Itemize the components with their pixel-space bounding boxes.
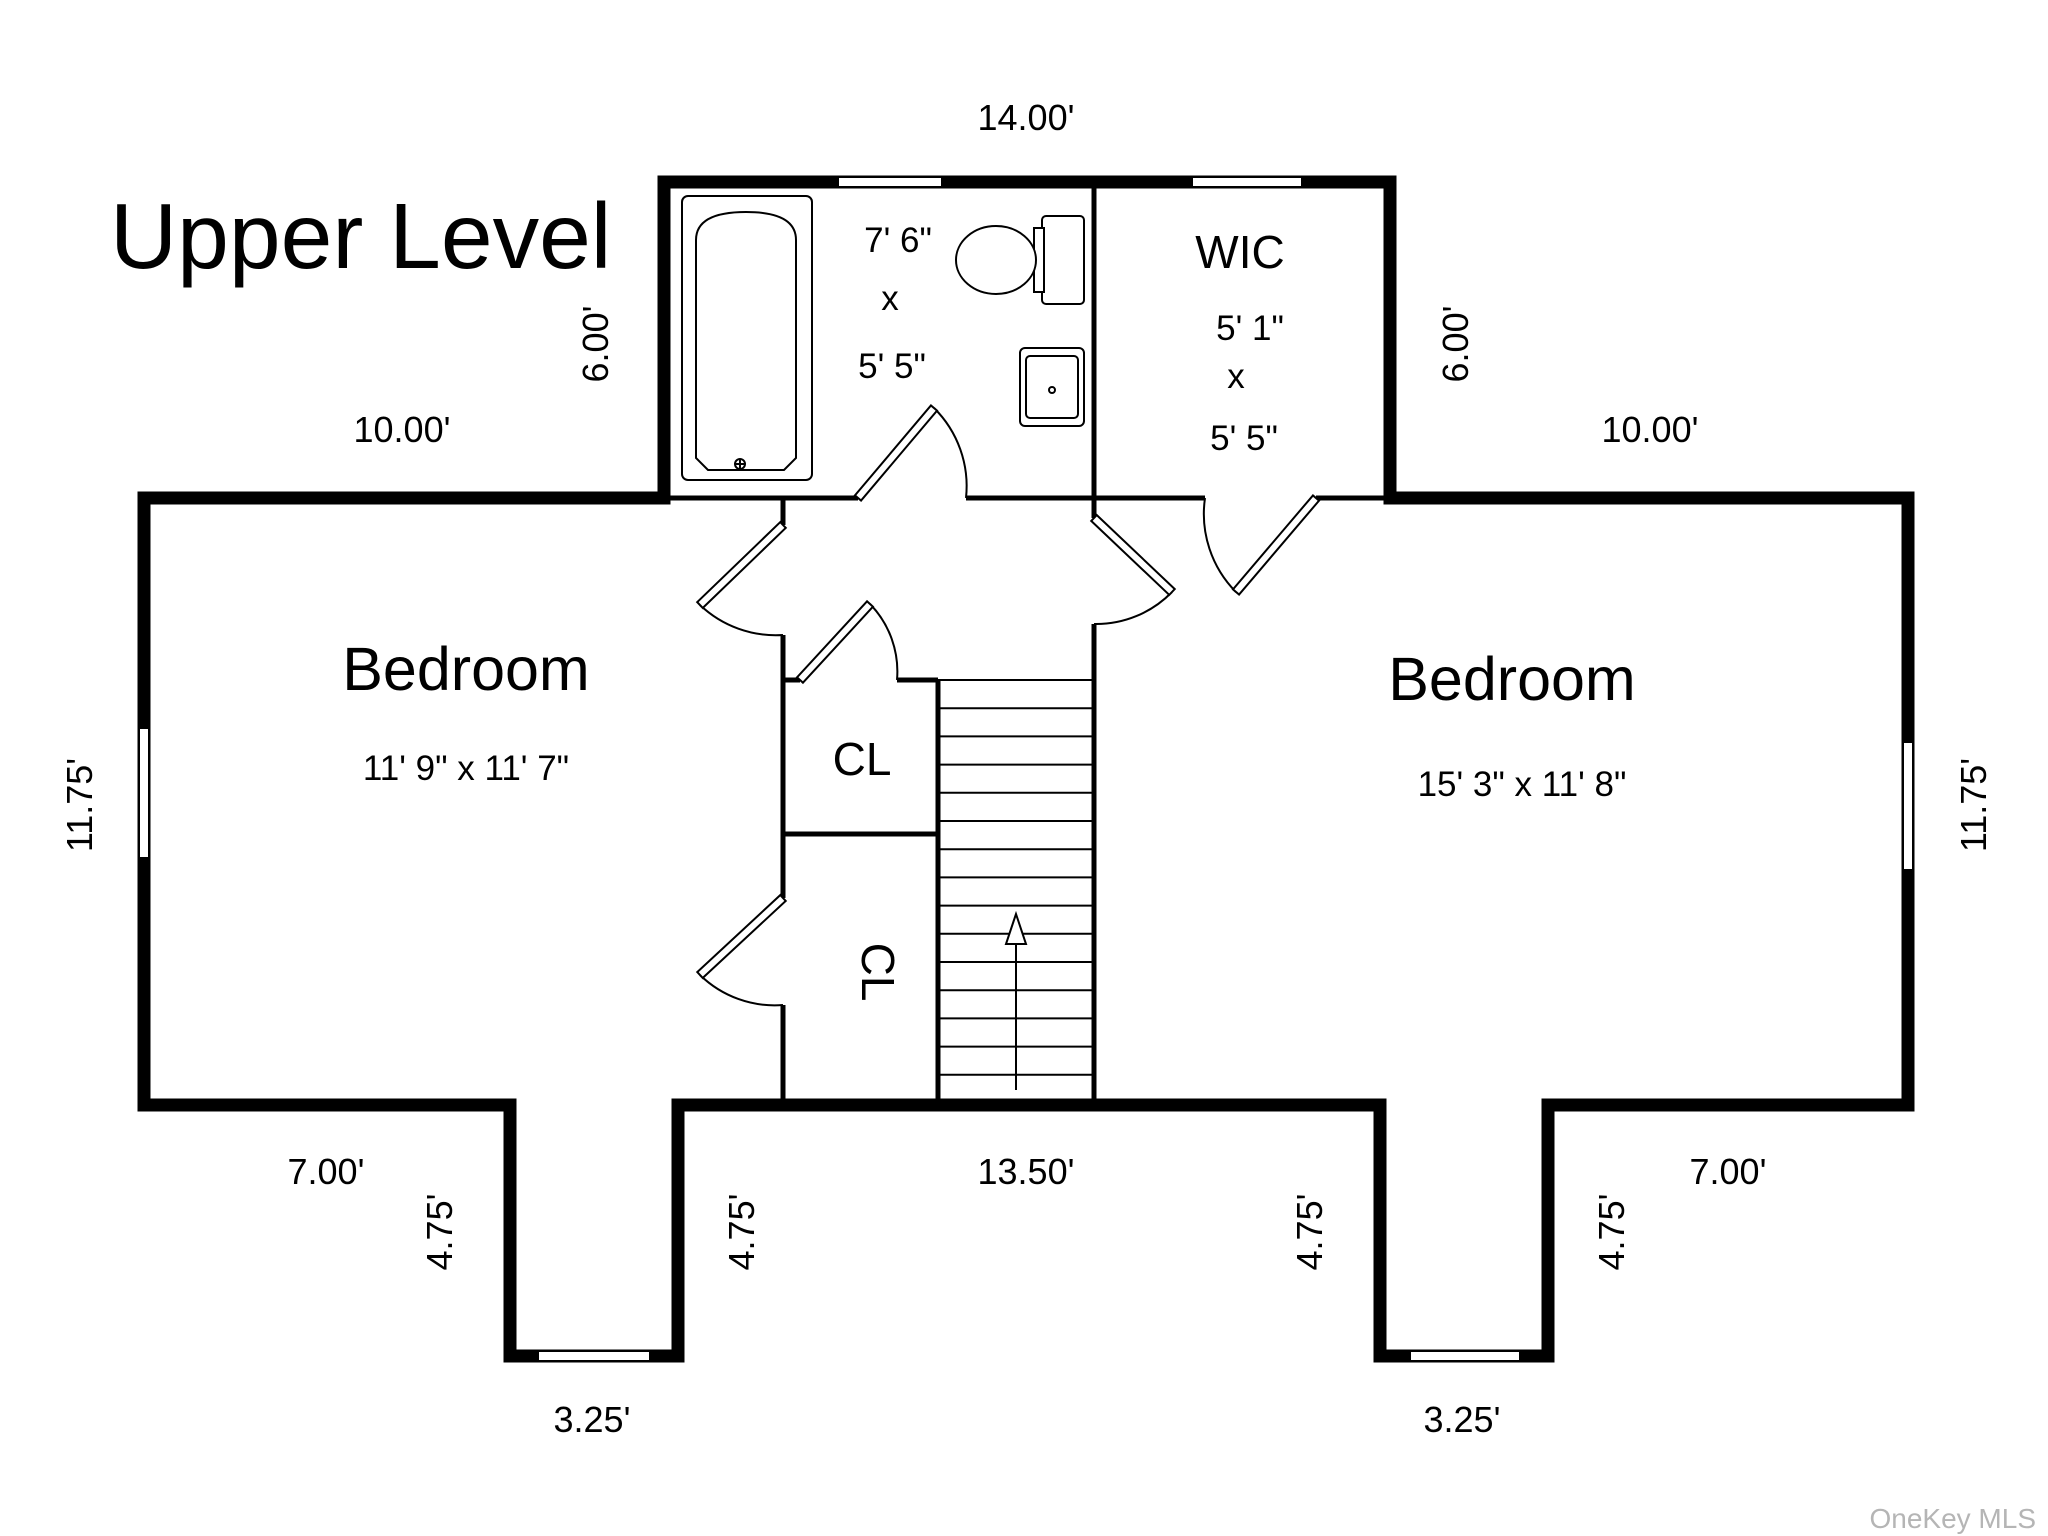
room-name-closet-upper: CL [833, 733, 892, 785]
staircase [938, 679, 1094, 1076]
windows [138, 176, 1914, 1362]
sink [1019, 347, 1085, 427]
window-left-bedroom [138, 727, 150, 859]
stair-arrow [1004, 910, 1028, 1090]
room-wic-width: 5' 1" [1216, 309, 1284, 348]
bathtub [681, 195, 813, 481]
window-bath [837, 176, 943, 188]
toilet [955, 215, 1085, 305]
window-right-bedroom [1902, 741, 1914, 871]
door-leaf [695, 520, 788, 610]
room-bath-width: 7' 6" [864, 221, 932, 260]
room-name-closet-lower: CL [852, 943, 904, 1002]
dim-bay-left-outer-depth: 4.75' [419, 1194, 460, 1271]
door-right-bedroom [1093, 591, 1173, 626]
dim-bay-left-width: 3.25' [554, 1399, 631, 1440]
room-wic-depth: 5' 5" [1210, 419, 1278, 458]
door-leaf [853, 404, 939, 502]
dim-left-top-width: 10.00' [354, 409, 451, 450]
watermark: OneKey MLS [1869, 1503, 2036, 1534]
door-leaf [1231, 493, 1321, 596]
window-right-bay [1409, 1350, 1521, 1362]
dim-left-bottom-width: 7.00' [288, 1151, 365, 1192]
wall-left-side [137, 491, 1915, 1363]
dim-bay-right-outer-depth: 4.75' [1591, 1194, 1632, 1271]
interior-walls [664, 182, 1390, 1105]
room-name-wic: WIC [1195, 226, 1284, 278]
dim-bay-right-width: 3.25' [1424, 1399, 1501, 1440]
window-wic [1191, 176, 1303, 188]
door-wic [1202, 497, 1237, 593]
dim-right-bottom-width: 7.00' [1690, 1151, 1767, 1192]
door-left-bedroom-upper [699, 604, 784, 637]
room-bath-depth: 5' 5" [858, 347, 926, 386]
door-leaf [1089, 513, 1177, 597]
dim-upper-right-height: 6.00' [1435, 306, 1476, 383]
room-size-bedroom-right: 15' 3" x 11' 8" [1418, 765, 1627, 804]
room-name-bedroom-right: Bedroom [1388, 645, 1636, 713]
wall-upper-section [657, 175, 1397, 505]
dim-upper-left-height: 6.00' [575, 306, 616, 383]
dim-left-height: 11.75' [59, 758, 100, 852]
dim-middle-bottom-width: 13.50' [978, 1151, 1075, 1192]
room-size-bedroom-left: 11' 9" x 11' 7" [363, 749, 569, 788]
dim-right-top-width: 10.00' [1602, 409, 1699, 450]
dim-bay-left-inner-depth: 4.75' [721, 1194, 762, 1271]
window-left-bay [537, 1350, 651, 1362]
door-leaf [795, 599, 875, 685]
door-leaf [695, 893, 788, 980]
door-closet-upper [869, 603, 899, 681]
door-closet-lower [699, 974, 784, 1007]
door-bath [933, 407, 968, 499]
room-name-bedroom-left: Bedroom [342, 635, 590, 703]
doors [695, 404, 1321, 1007]
room-wic-x: x [1227, 357, 1245, 396]
room-bath-x: x [881, 279, 899, 318]
dim-right-height: 11.75' [1953, 758, 1994, 852]
dim-bay-right-inner-depth: 4.75' [1289, 1194, 1330, 1271]
exterior-walls [137, 175, 1915, 1363]
plan-title: Upper Level [110, 184, 611, 288]
dim-top-width: 14.00' [978, 97, 1075, 138]
